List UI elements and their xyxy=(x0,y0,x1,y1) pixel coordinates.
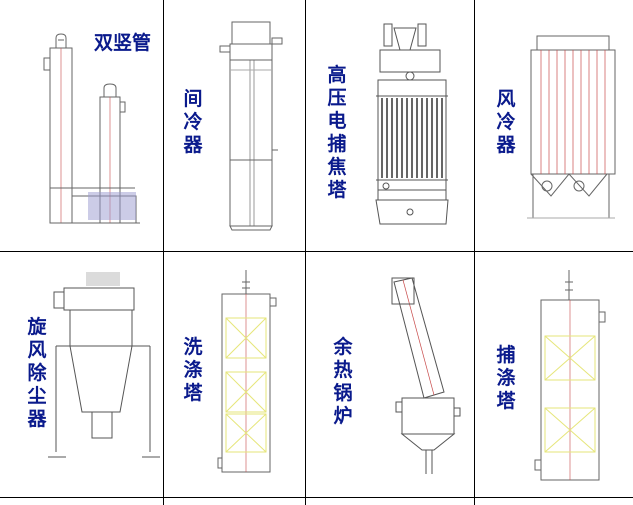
double-riser-drawing xyxy=(43,33,140,224)
cell-catch-scrubber: 捕涤塔 xyxy=(475,252,633,497)
divider-bottom xyxy=(0,497,633,498)
divider-vertical-2 xyxy=(305,0,306,505)
cell-indirect-cooler: 间冷器 xyxy=(164,0,305,251)
air-cooler-drawing xyxy=(527,35,616,219)
waste-heat-boiler-drawing xyxy=(391,277,461,474)
label-waste-heat-boiler: 余热锅炉 xyxy=(333,336,353,427)
scrubber-drawing xyxy=(217,270,277,473)
cell-cyclone-dust-collector: 旋风除尘器 xyxy=(0,252,163,497)
cell-scrubber: 洗涤塔 xyxy=(164,252,305,497)
label-double-riser: 双竖管 xyxy=(94,32,152,54)
label-cyclone: 旋风除尘器 xyxy=(27,316,47,430)
label-scrubber: 洗涤塔 xyxy=(183,336,203,404)
label-catch-scrubber: 捕涤塔 xyxy=(496,344,516,412)
tar-precipitator-drawing xyxy=(375,23,449,225)
catch-scrubber-drawing xyxy=(534,270,606,481)
cell-double-riser: 双竖管 xyxy=(0,0,163,251)
indirect-cooler-drawing xyxy=(219,21,283,231)
divider-vertical-1 xyxy=(163,0,164,505)
label-air-cooler: 风冷器 xyxy=(496,88,516,156)
cyclone-drawing xyxy=(48,272,160,458)
label-tar-precipitator: 高压电捕焦塔 xyxy=(327,64,347,201)
divider-vertical-3 xyxy=(474,0,475,505)
cell-waste-heat-boiler: 余热锅炉 xyxy=(306,252,474,497)
cell-electrostatic-tar-precipitator: 高压电捕焦塔 xyxy=(306,0,474,251)
label-indirect-cooler: 间冷器 xyxy=(183,88,203,156)
cell-air-cooler: 风冷器 xyxy=(475,0,633,251)
divider-horizontal xyxy=(0,251,633,252)
